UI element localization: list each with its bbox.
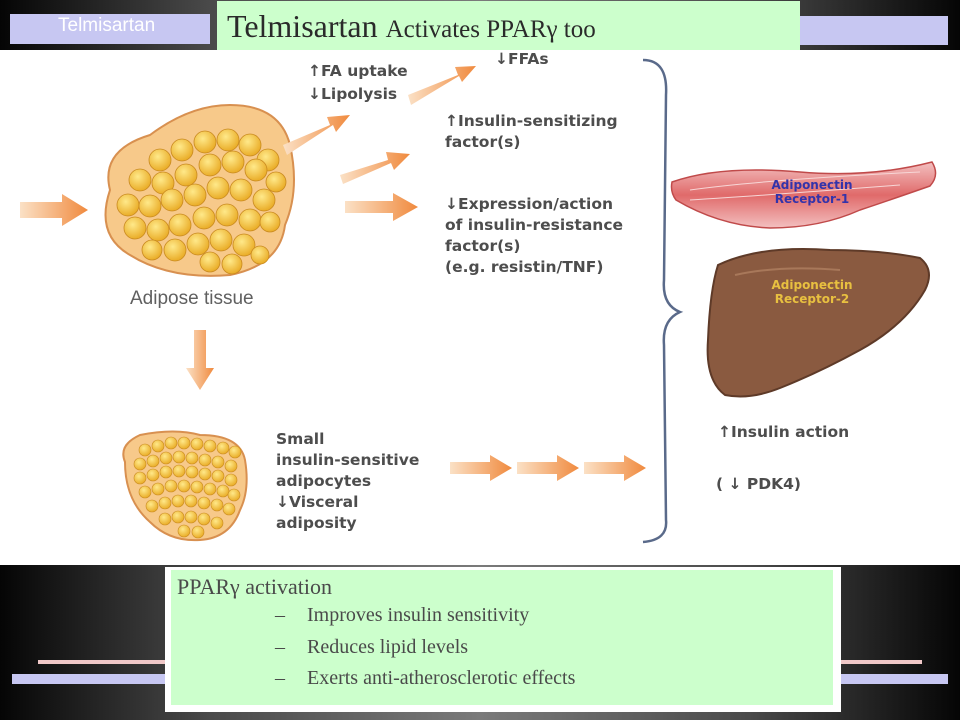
arrow-in: [20, 194, 88, 226]
receptor-1-number: Receptor-1: [774, 192, 850, 206]
adipose-tissue-label: Adipose tissue: [130, 288, 254, 309]
bullet-text: Improves insulin sensitivity: [307, 604, 530, 626]
insulin-action-label: ↑Insulin action: [718, 423, 850, 441]
fa-uptake-text: FA uptake: [321, 62, 408, 80]
adipocytes-label: adipocytes: [276, 472, 372, 490]
visceral-text: Visceral: [289, 493, 359, 511]
arrow-down: [186, 330, 214, 390]
summary-box: PPARγ activation –Improves insulin sensi…: [165, 567, 841, 712]
insulin-resistance-factor: factor(s): [445, 237, 521, 255]
header-accent-bar: [800, 16, 948, 45]
decor-line-pink-left: [38, 660, 166, 664]
insulin-sensitizing-factor: factor(s): [445, 133, 521, 151]
title-drug: Telmisartan: [227, 8, 378, 44]
ffas-label: ↓FFAs: [495, 50, 549, 68]
expression-action-text: Expression/action: [458, 195, 613, 213]
section-tab: Telmisartan: [10, 14, 210, 44]
receptor-1-label: Adiponectin Receptor-1: [752, 178, 872, 206]
bullet-dash: –: [275, 667, 285, 689]
adipose-tissue-small: [122, 430, 248, 542]
adiposity-label: adiposity: [276, 514, 357, 532]
ffas-text: FFAs: [508, 50, 549, 68]
arrows-top: [283, 66, 476, 221]
bullet-item: –Improves insulin sensitivity: [275, 604, 529, 627]
bullet-item: –Exerts anti-atherosclerotic effects: [275, 667, 575, 690]
insulin-sensitizing-label: ↑Insulin-sensitizing: [445, 112, 618, 130]
decor-line-lavender-right: [838, 674, 948, 684]
muscle-illustration: [670, 161, 937, 229]
resistin-tnf-example: (e.g. resistin/TNF): [445, 258, 604, 276]
pdk4-label: ( ↓ PDK4): [716, 475, 801, 493]
figure-graphics: [20, 58, 937, 544]
insulin-resistance-label: of insulin-resistance: [445, 216, 624, 234]
arrows-bottom: [450, 455, 646, 481]
ppar-figure: ↑FA uptake ↓Lipolysis ↓FFAs ↑Insulin-sen…: [0, 50, 960, 565]
insulin-sensitizing-text: Insulin-sensitizing: [458, 112, 618, 130]
adipose-tissue-large: [104, 103, 295, 277]
insulin-sensitive-label: insulin-sensitive: [276, 451, 420, 469]
bullet-item: –Reduces lipid levels: [275, 636, 468, 659]
lipolysis-label: ↓Lipolysis: [308, 85, 398, 103]
small-label: Small: [276, 430, 325, 448]
summary-panel: PPARγ activation –Improves insulin sensi…: [171, 570, 833, 705]
top-band: Telmisartan: [0, 0, 960, 50]
fa-uptake-label: ↑FA uptake: [308, 62, 408, 80]
slide-title: Telmisartan Activates PPARγ too: [227, 8, 596, 45]
title-box: Telmisartan Activates PPARγ too: [217, 1, 800, 53]
brace: [642, 58, 684, 544]
bullet-text: Exerts anti-atherosclerotic effects: [307, 667, 576, 689]
lipolysis-text: Lipolysis: [321, 85, 398, 103]
receptor-2-label: Adiponectin Receptor-2: [752, 278, 872, 306]
receptor-1-name: Adiponectin: [771, 178, 853, 192]
title-rest: Activates PPARγ too: [385, 16, 596, 43]
decor-line-pink-right: [838, 660, 922, 664]
bullet-text: Reduces lipid levels: [307, 636, 469, 658]
liver-illustration: [706, 248, 930, 398]
receptor-2-number: Receptor-2: [774, 292, 850, 306]
receptor-2-name: Adiponectin: [771, 278, 853, 292]
summary-heading: PPARγ activation: [177, 574, 332, 599]
visceral-label: ↓Visceral: [276, 493, 359, 511]
bullet-dash: –: [275, 604, 285, 626]
decor-line-lavender-left: [12, 674, 166, 684]
expression-action-label: ↓Expression/action: [445, 195, 613, 213]
bullet-dash: –: [275, 636, 285, 658]
insulin-action-text: Insulin action: [731, 423, 850, 441]
